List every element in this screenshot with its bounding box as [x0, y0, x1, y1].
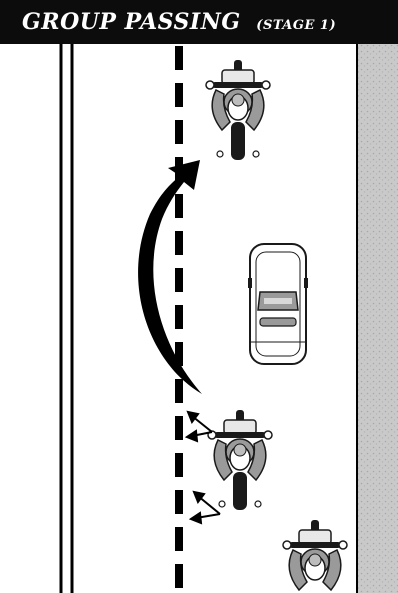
- page-subtitle: (STAGE 1): [256, 18, 336, 33]
- car-icon: [248, 244, 308, 364]
- page-title: GROUP PASSING: [22, 9, 241, 35]
- road-scene: [0, 44, 398, 593]
- road-shoulder: [358, 44, 398, 593]
- title-bar: GROUP PASSING (STAGE 1): [0, 0, 398, 44]
